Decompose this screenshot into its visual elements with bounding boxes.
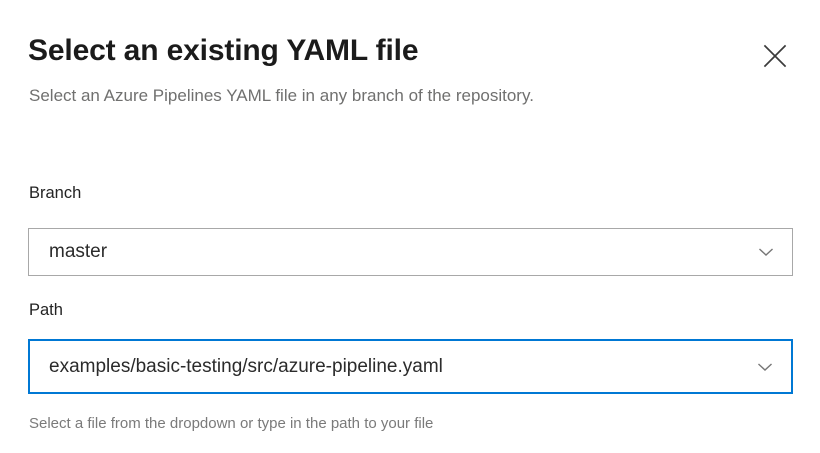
path-label: Path (29, 301, 63, 319)
chevron-down-icon (756, 242, 776, 262)
path-chevron-button[interactable] (739, 357, 791, 377)
close-button[interactable] (757, 38, 793, 74)
branch-chevron-button[interactable] (740, 242, 792, 262)
close-icon (762, 43, 788, 69)
chevron-down-icon (755, 357, 775, 377)
branch-input[interactable] (29, 239, 740, 265)
path-dropdown[interactable] (28, 339, 793, 394)
branch-label: Branch (29, 184, 82, 202)
page-title: Select an existing YAML file (28, 34, 419, 67)
path-input[interactable] (30, 353, 739, 380)
path-hint-text: Select a file from the dropdown or type … (29, 415, 434, 432)
branch-dropdown[interactable] (28, 228, 793, 276)
dialog-description: Select an Azure Pipelines YAML file in a… (29, 86, 534, 105)
